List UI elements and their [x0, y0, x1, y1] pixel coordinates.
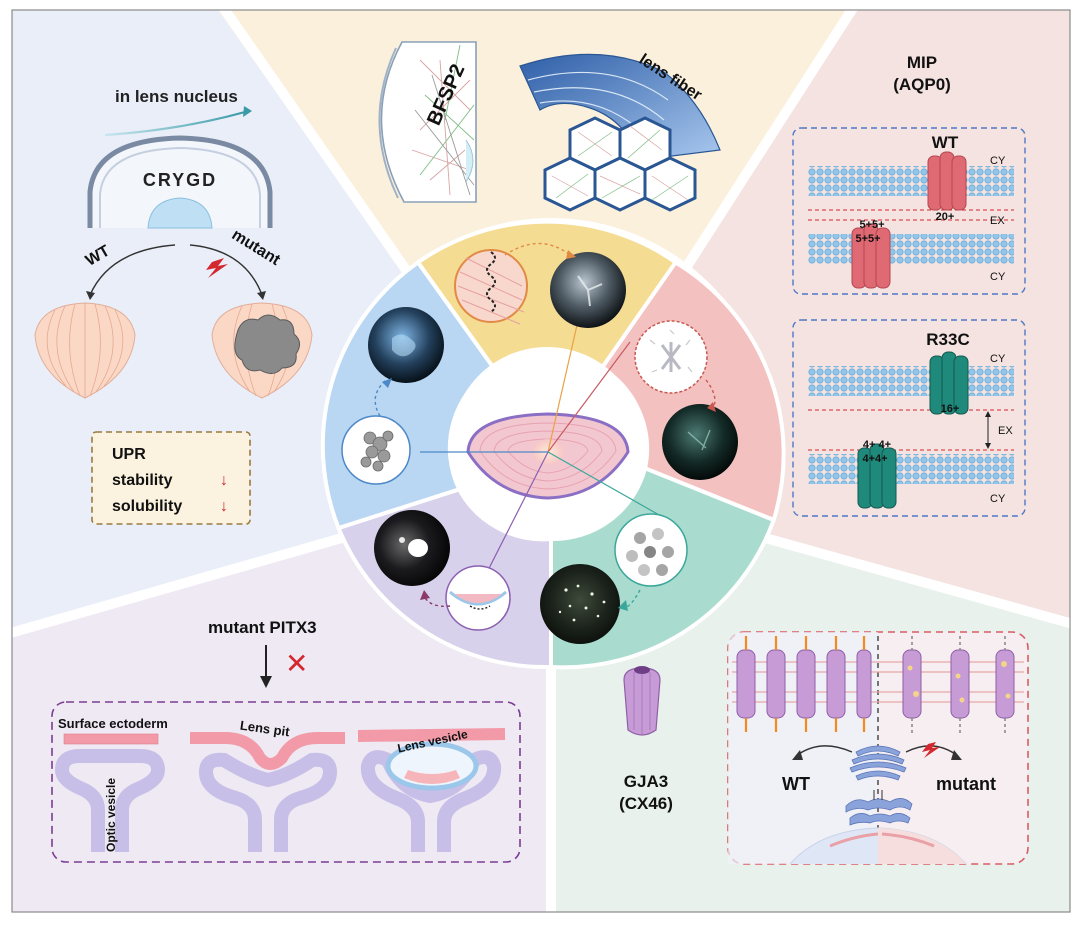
aqp0-r33c-tetramer-lower [857, 443, 897, 509]
lens-pit-label: Lens pit [239, 718, 291, 740]
mip-wt-lower-charge-a: 5+5+ [859, 219, 884, 231]
surface-ectoderm-label: Surface ectoderm [58, 716, 168, 731]
effect-upr: UPR [112, 446, 146, 463]
pitx3-ring-icons [374, 510, 511, 631]
mip-wt-cy-top: CY [990, 155, 1006, 167]
optic-vesicle-label: Optic vesicle [104, 778, 118, 852]
normal-lens-illustration [34, 302, 136, 399]
crygd-ring-icons [341, 307, 444, 485]
gja3-wt-label: WT [782, 774, 810, 794]
mip-section: MIP (AQP0) WT 20+ 5+5+ 5+5+ CY EX CY [792, 53, 1026, 517]
mip-r33c-lower-charge-b: 4+4+ [862, 453, 887, 465]
gja3-mutant-label: mutant [936, 774, 996, 794]
mutant-gap-junction-channels [902, 649, 1015, 719]
cataract-photo-c [540, 564, 620, 644]
gja3-subtitle: (CX46) [619, 794, 673, 813]
gja3-ring-icons [540, 513, 688, 644]
aqp0-wt-tetramer-upper [927, 151, 967, 211]
endoplasmic-reticulum-icon [845, 798, 913, 826]
optic-vesicle-stage3 [360, 750, 502, 852]
protein-aggregate [234, 314, 300, 374]
central-ring [320, 218, 786, 670]
gradient-arrow [104, 110, 246, 137]
mip-wt-upper-charge: 20+ [936, 211, 955, 223]
ring-segment-red [598, 259, 786, 523]
central-lens-illustration [420, 289, 669, 591]
pitx3-section: mutant PITX3 ✕ Surface ectoderm Optic ve… [51, 618, 521, 863]
lens-vesicle-ectoderm [357, 728, 506, 742]
bfsp2-ring-icons [454, 242, 626, 328]
gja3-bolt-icon [922, 742, 940, 758]
gja3-title: GJA3 [624, 772, 668, 791]
connexin-icon [623, 666, 661, 736]
effect-solubility: solubility [112, 498, 182, 515]
stability-down-arrow: ↓ [220, 472, 228, 489]
lens-fiber-bundle [519, 53, 721, 212]
pitx3-title: mutant PITX3 [208, 618, 317, 637]
mip-r33c-cy-top: CY [990, 353, 1006, 365]
mip-wt-cy-bottom: CY [990, 271, 1006, 283]
mip-r33c-cy-bottom: CY [990, 493, 1006, 505]
golgi-apparatus-icon [849, 745, 907, 781]
crygd-section: in lens nucleus CRYGD WT mutant U [34, 87, 313, 525]
mip-wt-panel [792, 127, 1026, 295]
crygd-label: CRYGD [143, 170, 217, 190]
lens-pit-ectoderm [190, 732, 345, 770]
mip-r33c-lower-charge-a: 4+ 4+ [863, 439, 891, 451]
lens-nucleus-shape [147, 197, 213, 229]
surface-ectoderm-band [63, 733, 159, 745]
mutation-bolt-icon [206, 258, 228, 278]
mip-title: MIP [907, 53, 937, 72]
effect-stability: stability [112, 472, 173, 489]
aqp0-wt-tetramer-lower [851, 223, 891, 289]
mip-subtitle: (AQP0) [893, 75, 951, 94]
mip-r33c-title: R33C [926, 330, 969, 349]
lens-capsule-shape [87, 135, 273, 228]
mip-wt-lower-charge-b: 5+5+ [855, 233, 880, 245]
mip-r33c-upper-charge: 16+ [941, 403, 960, 415]
lens-development-panel [51, 701, 521, 863]
mip-r33c-ex: EX [998, 425, 1013, 437]
mip-wt-ex: EX [990, 215, 1005, 227]
solubility-down-arrow: ↓ [220, 498, 228, 515]
mip-ring-icons [634, 320, 738, 480]
crygd-effects-box [91, 431, 251, 525]
optic-vesicle-stage2 [198, 752, 338, 852]
nucleus-gradient-label: in lens nucleus [115, 87, 238, 106]
optic-vesicle-stage1 [54, 749, 166, 852]
aqp0-r33c-tetramer-upper [929, 351, 969, 415]
gja3-section: GJA3 (CX46) [619, 631, 1029, 865]
inhibition-cross-icon: ✕ [285, 648, 308, 679]
mip-wt-title: WT [932, 133, 959, 152]
bfsp2-section: BFSP2 lens fiber [378, 41, 721, 212]
cataract-lens-illustration [211, 302, 313, 399]
